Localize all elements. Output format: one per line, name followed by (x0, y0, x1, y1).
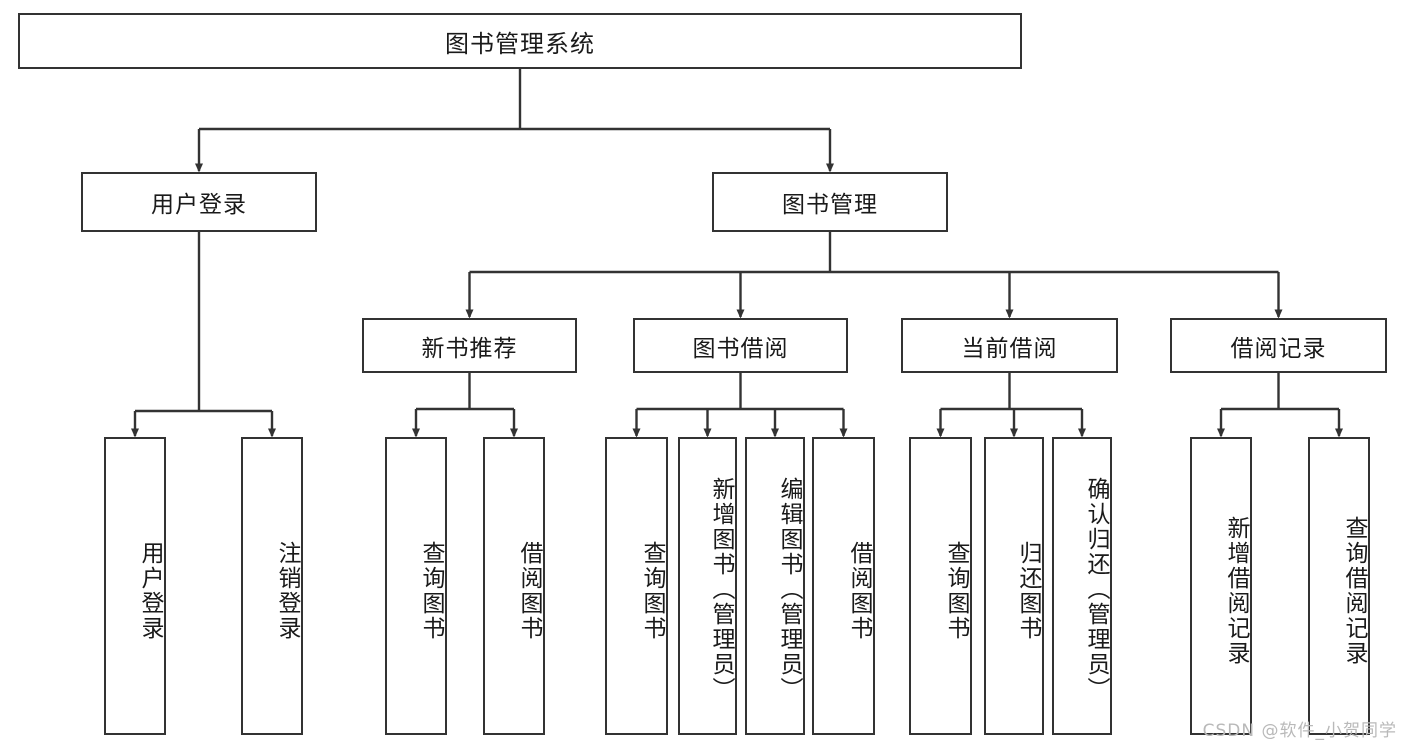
node-leaf-bor-3[interactable]: 编辑图书（管理员） (745, 437, 805, 735)
node-borrow[interactable]: 图书借阅 (633, 318, 848, 373)
node-login[interactable]: 用户登录 (81, 172, 317, 232)
node-leaf-new-1[interactable]: 查询图书 (385, 437, 447, 735)
node-root[interactable]: 图书管理系统 (18, 13, 1022, 69)
node-leaf-cur-3[interactable]: 确认归还（管理员） (1052, 437, 1112, 735)
node-leaf-cur-2[interactable]: 归还图书 (984, 437, 1044, 735)
node-current[interactable]: 当前借阅 (901, 318, 1118, 373)
node-leaf-login-1[interactable]: 用户登录 (104, 437, 166, 735)
node-leaf-rec-2[interactable]: 查询借阅记录 (1308, 437, 1370, 735)
node-leaf-rec-1[interactable]: 新增借阅记录 (1190, 437, 1252, 735)
node-leaf-new-2[interactable]: 借阅图书 (483, 437, 545, 735)
node-leaf-bor-2[interactable]: 新增图书（管理员） (678, 437, 737, 735)
node-bookmgmt[interactable]: 图书管理 (712, 172, 948, 232)
node-leaf-bor-1[interactable]: 查询图书 (605, 437, 668, 735)
node-records[interactable]: 借阅记录 (1170, 318, 1387, 373)
node-leaf-login-2[interactable]: 注销登录 (241, 437, 303, 735)
node-leaf-cur-1[interactable]: 查询图书 (909, 437, 972, 735)
node-newbook[interactable]: 新书推荐 (362, 318, 577, 373)
node-leaf-bor-4[interactable]: 借阅图书 (812, 437, 875, 735)
